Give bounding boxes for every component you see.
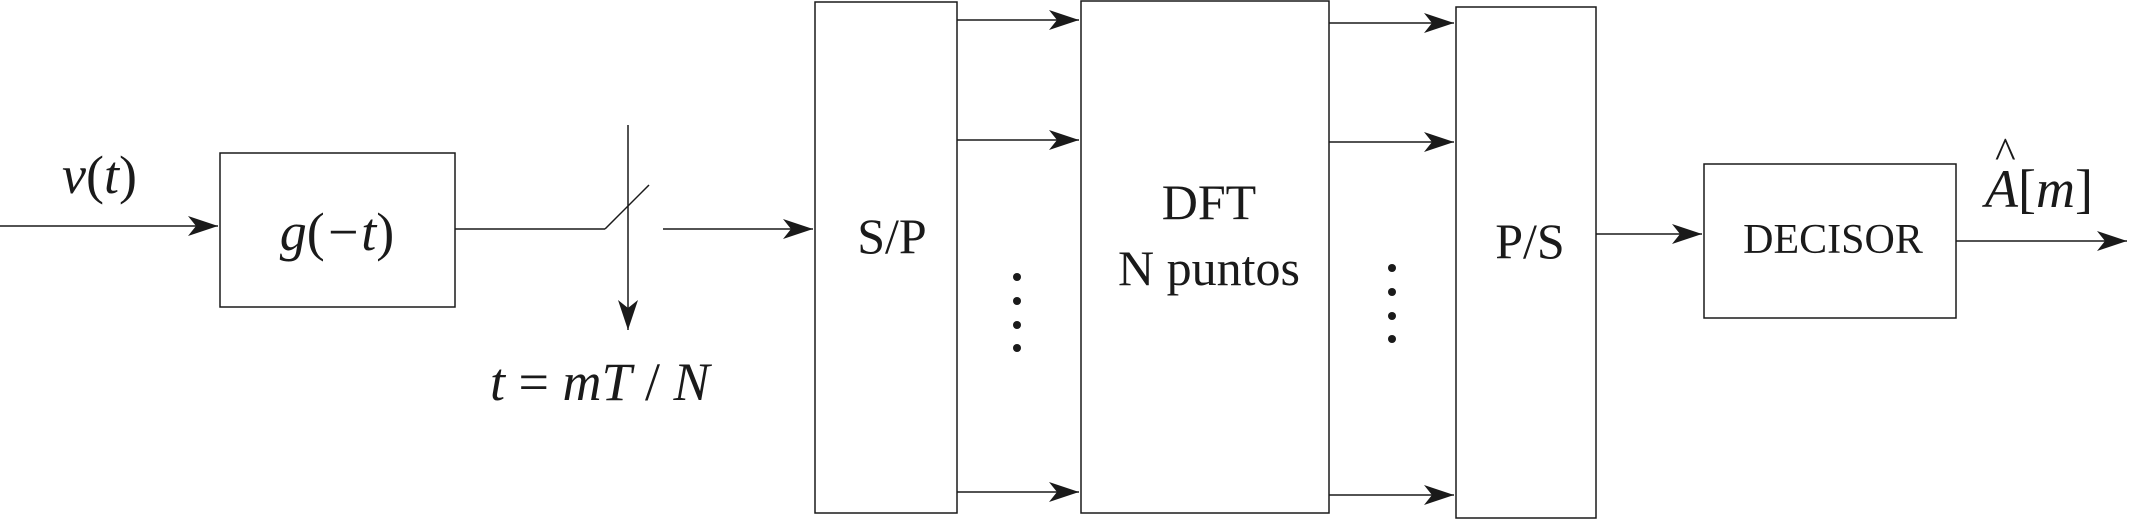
ps-label: P/S: [1495, 213, 1565, 269]
dft-ps-ellipsis: [1388, 264, 1396, 343]
sp-dft-ellipsis: [1013, 273, 1021, 352]
input-signal-label: v(t): [62, 145, 137, 205]
sampler-label: t = mT / N: [490, 352, 713, 412]
sp-label: S/P: [857, 208, 927, 264]
dft-size-label: N puntos: [1118, 240, 1300, 296]
ps-block: [1455, 6, 1597, 519]
dft-label: DFT: [1162, 174, 1256, 230]
output-signal-label: A[m]: [1982, 159, 2093, 219]
decisor-label: DECISOR: [1743, 217, 1923, 263]
matched-filter-block: [219, 152, 456, 308]
sampler-switch: [604, 184, 650, 230]
matched-filter-label: g(−t): [280, 202, 394, 262]
sp-block: [814, 1, 958, 514]
dft-block: [1080, 0, 1330, 514]
output-hat-accent: ^: [1995, 129, 2016, 178]
